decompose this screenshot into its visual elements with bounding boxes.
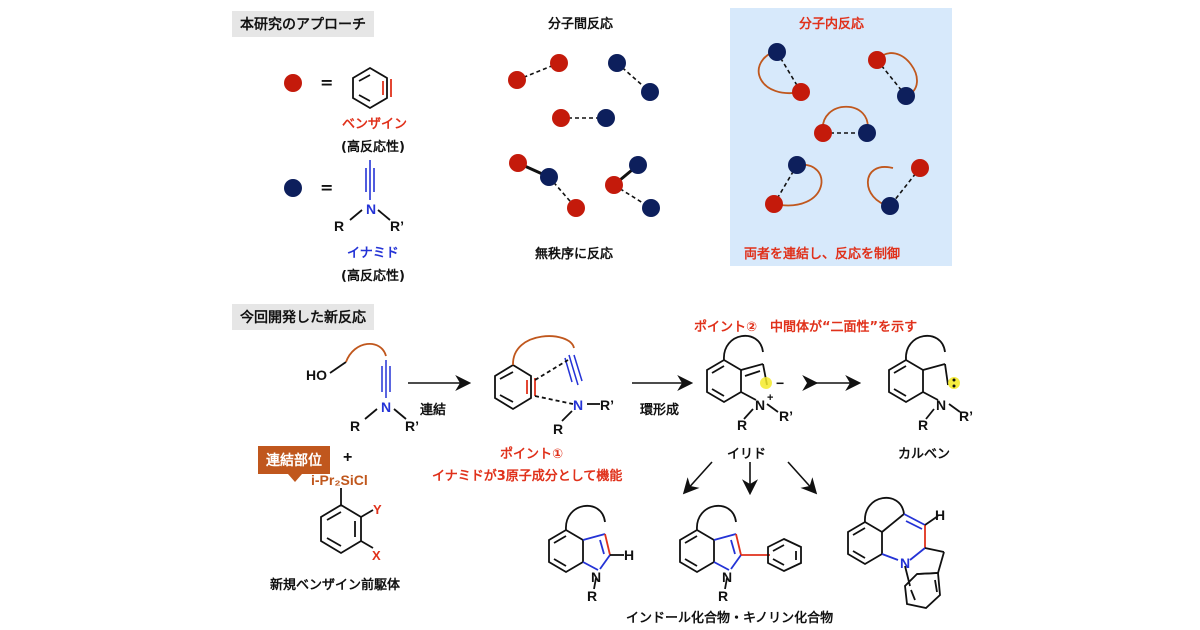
equals-sign-red: = [320, 73, 334, 92]
quinoline-product [847, 497, 945, 609]
equals-sign-navy: = [320, 178, 334, 197]
indole-h-atom: H [624, 547, 634, 563]
ylide-structure [706, 335, 779, 420]
carbene-r-group: R [918, 417, 928, 433]
ynamide-n-atom: N [366, 201, 376, 217]
ylide-n-atom: N [755, 397, 765, 413]
silyl-group: i-Pr₂SiCl [311, 472, 368, 488]
intramolecular-title: 分子内反応 [799, 17, 865, 32]
ylide-r-group: R [737, 417, 747, 433]
phenylindole-r-group: R [718, 588, 728, 604]
product-arrow-left [682, 461, 713, 495]
cyclize-arrow-label: 環形成 [640, 403, 680, 418]
quinoline-n-atom: N [900, 555, 910, 571]
phenylindole-n-atom: N [722, 569, 732, 585]
start-n-atom: N [381, 399, 391, 415]
products-label: インドール化合物・キノリン化合物 [626, 611, 834, 626]
ylide-minus: − [776, 375, 784, 391]
link-site-note: 連結部位 [258, 446, 330, 482]
start-r2-group: R’ [405, 418, 419, 434]
indole-r-group: R [587, 588, 597, 604]
ynamide-r-group: R [334, 218, 344, 234]
carbene-r2-group: R’ [959, 408, 973, 424]
ynamide-label: イナミド [347, 246, 399, 261]
precursor-label: 新規ベンザイン前駆体 [270, 578, 401, 593]
ylide-r2-group: R’ [779, 408, 793, 424]
ylide-label: イリド [727, 447, 767, 462]
new-reaction-tag: 今回開発した新反応 [232, 304, 374, 330]
benzyne-label: ベンザイン [342, 117, 408, 132]
tethered-intermediate [494, 335, 600, 422]
intramolecular-panel [730, 8, 952, 266]
link-arrow-label: 連結 [420, 403, 447, 418]
carbene-electron-icon [952, 378, 956, 382]
point1-text: イナミドが3原子成分として機能 [432, 469, 623, 484]
intramolecular-caption: 両者を連結し、反応を制御 [744, 247, 901, 262]
point1-title: ポイント① [500, 447, 564, 462]
intramolecular-pairs [757, 43, 929, 215]
carbene-n-atom: N [936, 397, 946, 413]
intermediate-r-group: R [553, 421, 563, 437]
indole-product-h [548, 505, 624, 590]
point2-text: ポイント② 中間体が“二面性”を示す [694, 320, 918, 335]
approach-tag: 本研究のアプローチ [232, 11, 374, 37]
start-r-group: R [350, 418, 360, 434]
carbene-highlight [948, 377, 960, 389]
product-arrow-right [787, 461, 818, 495]
carbene-structure [888, 335, 961, 420]
quinoline-h-atom: H [935, 507, 945, 523]
carbene-electron-icon [952, 384, 956, 388]
red-dot-legend-icon [284, 74, 302, 92]
indole-n-atom: N [591, 569, 601, 585]
intermolecular-caption: 無秩序に反応 [535, 247, 614, 262]
ylide-plus: + [767, 392, 773, 404]
plus-sign: + [343, 449, 352, 466]
intermediate-n-atom: N [573, 397, 583, 413]
intermediate-r2-group: R’ [600, 397, 614, 413]
benzyne-reactivity-note: (高反応性) [341, 140, 405, 155]
x-substituent: X [372, 548, 381, 563]
indole-product-phenyl [679, 505, 802, 590]
benzyne-precursor [320, 488, 374, 555]
benzyne-structure [352, 66, 392, 110]
starting-ynamide [329, 342, 407, 420]
ho-group: HO [306, 367, 327, 383]
intermolecular-title: 分子間反応 [548, 17, 614, 32]
ynamide-structure [349, 160, 391, 221]
ynamide-r2-group: R’ [390, 218, 404, 234]
navy-dot-legend-icon [284, 179, 302, 197]
carbene-label: カルベン [898, 447, 951, 462]
ylide-highlight [760, 377, 772, 389]
y-substituent: Y [373, 502, 382, 517]
intermolecular-pairs [508, 54, 660, 217]
ynamide-reactivity-note: (高反応性) [341, 269, 405, 284]
